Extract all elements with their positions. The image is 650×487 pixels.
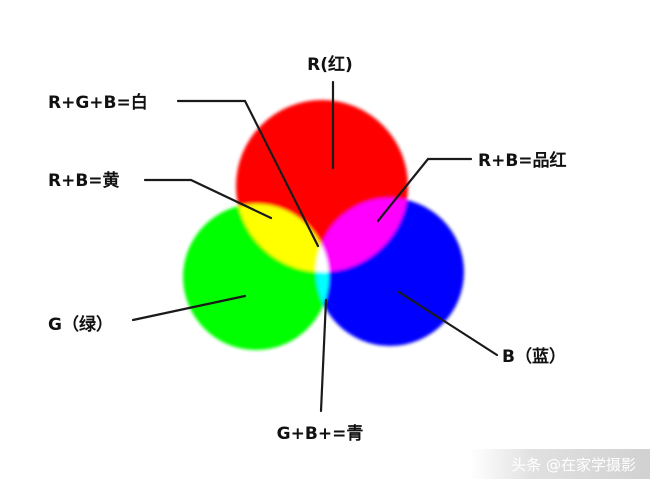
label-magenta: R+B=品红 <box>478 150 567 171</box>
label-green: G（绿） <box>48 314 113 335</box>
yellow-overlap-region <box>236 204 329 272</box>
leader-line-yellow <box>143 178 273 220</box>
label-red: R(红) <box>307 54 353 75</box>
magenta-overlap-region <box>316 198 408 272</box>
label-white: R+G+B=白 <box>48 92 148 113</box>
leader-lines <box>131 80 499 413</box>
leader-line-blue <box>397 290 499 357</box>
venn-circles <box>183 100 464 350</box>
watermark-text: 头条 @在家学摄影 <box>511 456 636 474</box>
leader-line-magenta <box>376 157 473 223</box>
leader-line-white <box>176 99 320 248</box>
leader-line-cyan <box>319 298 328 413</box>
label-yellow: R+B=黄 <box>48 170 120 191</box>
label-cyan: G+B+=青 <box>277 423 364 444</box>
watermark-backdrop <box>470 449 650 479</box>
label-blue: B（蓝） <box>502 346 566 367</box>
watermark: 头条 @在家学摄影 <box>470 449 650 479</box>
leader-line-green <box>131 294 247 322</box>
labels: R(红) R+G+B=白 R+B=品红 R+B=黄 G（绿） B（蓝） G+B+… <box>48 54 567 444</box>
